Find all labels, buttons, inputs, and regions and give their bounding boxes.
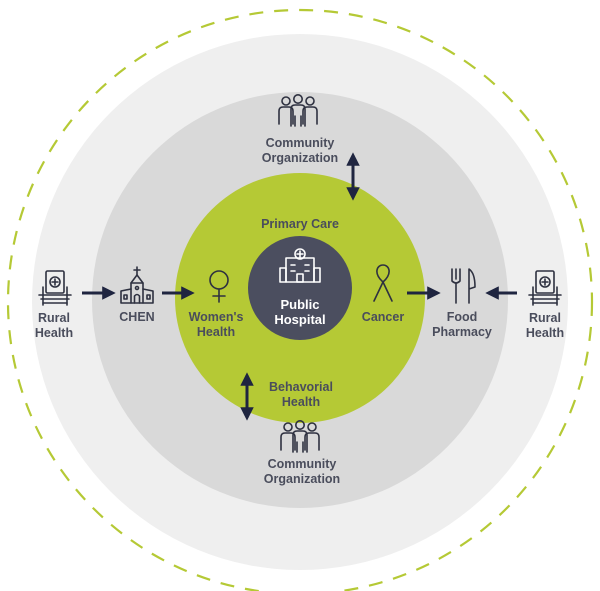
hospital-building-icon xyxy=(279,248,321,283)
community-bottom-label-line1: Community xyxy=(268,457,337,471)
rural-health-right-label-line2: Health xyxy=(526,326,564,340)
outer-dashed-border xyxy=(6,8,594,591)
behavioral-health-label-line1: Behavorial xyxy=(269,380,333,394)
food-pharmacy-label-line1: Food xyxy=(447,310,478,324)
chen-label: CHEN xyxy=(119,310,154,324)
center-label-line1: Public xyxy=(280,297,319,312)
center-label-line2: Hospital xyxy=(274,312,325,327)
womens-health-label-line1: Women's xyxy=(189,310,244,324)
community-top-label-line1: Community xyxy=(266,136,335,150)
cancer-label: Cancer xyxy=(362,310,405,324)
community-bottom-label-line2: Organization xyxy=(264,472,340,486)
rural-health-right-label-line1: Rural xyxy=(529,311,561,325)
female-symbol-icon xyxy=(209,270,229,303)
food-pharmacy-label-line2: Pharmacy xyxy=(432,325,492,339)
fork-knife-icon xyxy=(451,268,476,304)
womens-health-label-line2: Health xyxy=(197,325,235,339)
center-circle xyxy=(248,236,352,340)
church-icon xyxy=(120,266,154,304)
rural-health-left-label-line1: Rural xyxy=(38,311,70,325)
primary-care-label: Primary Care xyxy=(261,217,339,231)
community-top-label-line2: Organization xyxy=(262,151,338,165)
behavioral-health-label-line2: Health xyxy=(282,395,320,409)
awareness-ribbon-icon xyxy=(373,264,393,302)
rural-health-left-label-line2: Health xyxy=(35,326,73,340)
